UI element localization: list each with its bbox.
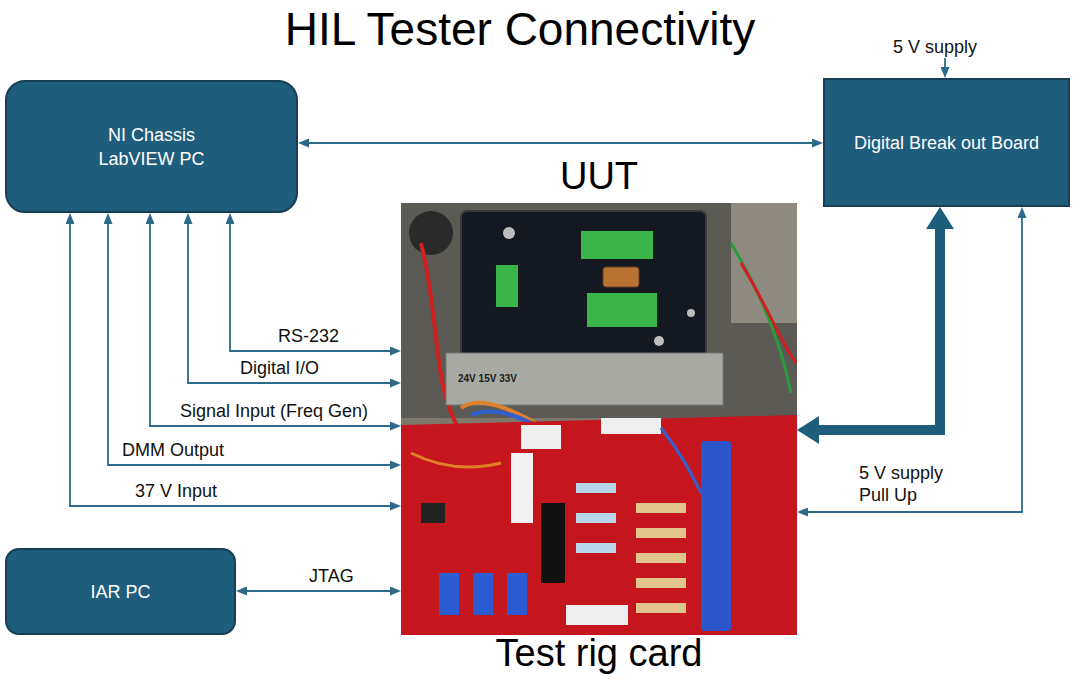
resistor	[576, 543, 616, 553]
trimpot	[507, 573, 527, 615]
bench-shadow	[401, 203, 797, 418]
bench-background	[401, 203, 797, 635]
wire	[741, 263, 797, 363]
terminal-block	[587, 293, 657, 327]
trimpot	[473, 573, 493, 615]
resistor	[636, 553, 686, 563]
signal-line	[808, 218, 1022, 512]
dsub-connector	[603, 267, 639, 287]
edge-connector	[701, 441, 731, 631]
signal-line	[230, 224, 390, 351]
trimpot	[439, 573, 459, 615]
signal-label: RS-232	[276, 325, 341, 347]
bench-item	[409, 211, 453, 255]
box-label: IAR PC	[90, 580, 150, 604]
uut-photo	[401, 203, 797, 635]
standoff	[654, 336, 664, 346]
resistor	[636, 578, 686, 588]
standoff	[687, 309, 695, 317]
signal-line	[150, 224, 390, 426]
panel-heading: Test rig card	[496, 632, 703, 674]
header-connector	[511, 453, 533, 523]
standoff	[503, 227, 515, 239]
signal-line	[70, 224, 390, 506]
resistor	[636, 603, 686, 613]
red-pcb	[401, 415, 797, 635]
voltage-marking: 24V 15V 33V	[458, 372, 517, 386]
signal-line	[309, 142, 812, 144]
metal-plate	[446, 353, 723, 405]
supply-label: 5 V supply	[893, 36, 977, 58]
header-connector	[566, 605, 628, 625]
ic-chip	[541, 503, 565, 583]
signal-label: Digital I/O	[238, 357, 321, 379]
pc-box: NI Chassis LabVIEW PC	[5, 80, 298, 213]
bus-arrow	[819, 229, 940, 430]
terminal-block	[496, 265, 518, 307]
signal-label: DMM Output	[120, 439, 226, 461]
supply-arrow	[944, 58, 946, 67]
signal-line	[188, 224, 390, 383]
wire	[731, 243, 791, 393]
pc-box: IAR PC	[5, 548, 236, 635]
wire	[661, 428, 701, 493]
panel-heading: UUT	[560, 155, 638, 197]
resistor	[576, 483, 616, 493]
box-label: NI Chassis LabVIEW PC	[89, 123, 215, 171]
header-connector	[521, 425, 561, 449]
board-box: Digital Break out Board	[823, 78, 1070, 207]
signal-line	[108, 224, 390, 465]
box-label: Digital Break out Board	[854, 131, 1039, 155]
wire	[411, 453, 501, 467]
ic-chip	[421, 503, 445, 523]
signal-label: JTAG	[307, 565, 356, 587]
terminal-block	[581, 231, 653, 259]
diagram-title: HIL Tester Connectivity	[0, 2, 1040, 56]
resistor	[636, 503, 686, 513]
signal-line	[247, 590, 390, 592]
signal-label: 37 V Input	[133, 480, 219, 502]
resistor	[576, 513, 616, 523]
resistor	[636, 528, 686, 538]
acrylic-plate	[461, 211, 706, 361]
uut-panel: UUT Test rig card	[401, 155, 797, 674]
signal-label: 5 V supply Pull Up	[857, 462, 961, 506]
signal-label: Signal Input (Freq Gen)	[178, 400, 370, 422]
header-connector	[601, 418, 661, 434]
